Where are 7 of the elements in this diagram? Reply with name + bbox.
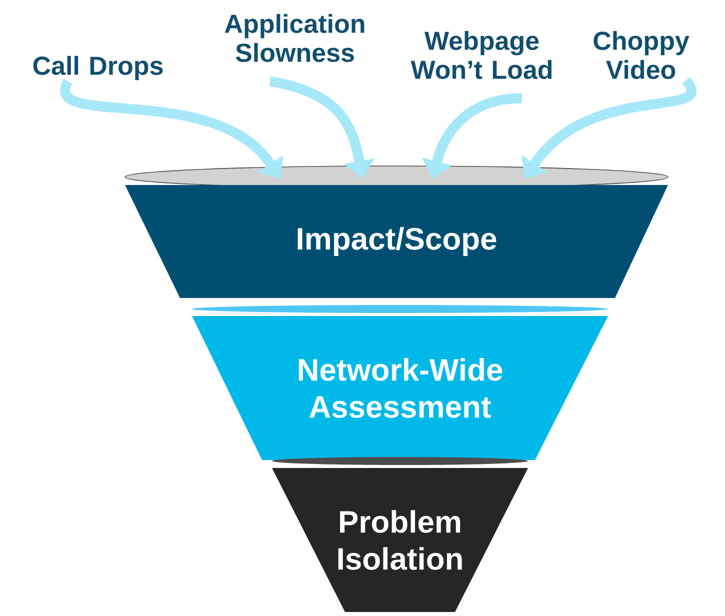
symptom-label: Application Slowness (224, 14, 364, 62)
symptom-label: Webpage Won’t Load (410, 30, 552, 80)
funnel-band: Problem Isolation (272, 457, 528, 612)
symptom-label: Choppy Video (594, 30, 690, 80)
symptom-label: Call Drops (33, 56, 163, 80)
funnel-band: Network-Wide Assessment (192, 305, 608, 460)
funnel-band: Impact/Scope (124, 166, 668, 298)
